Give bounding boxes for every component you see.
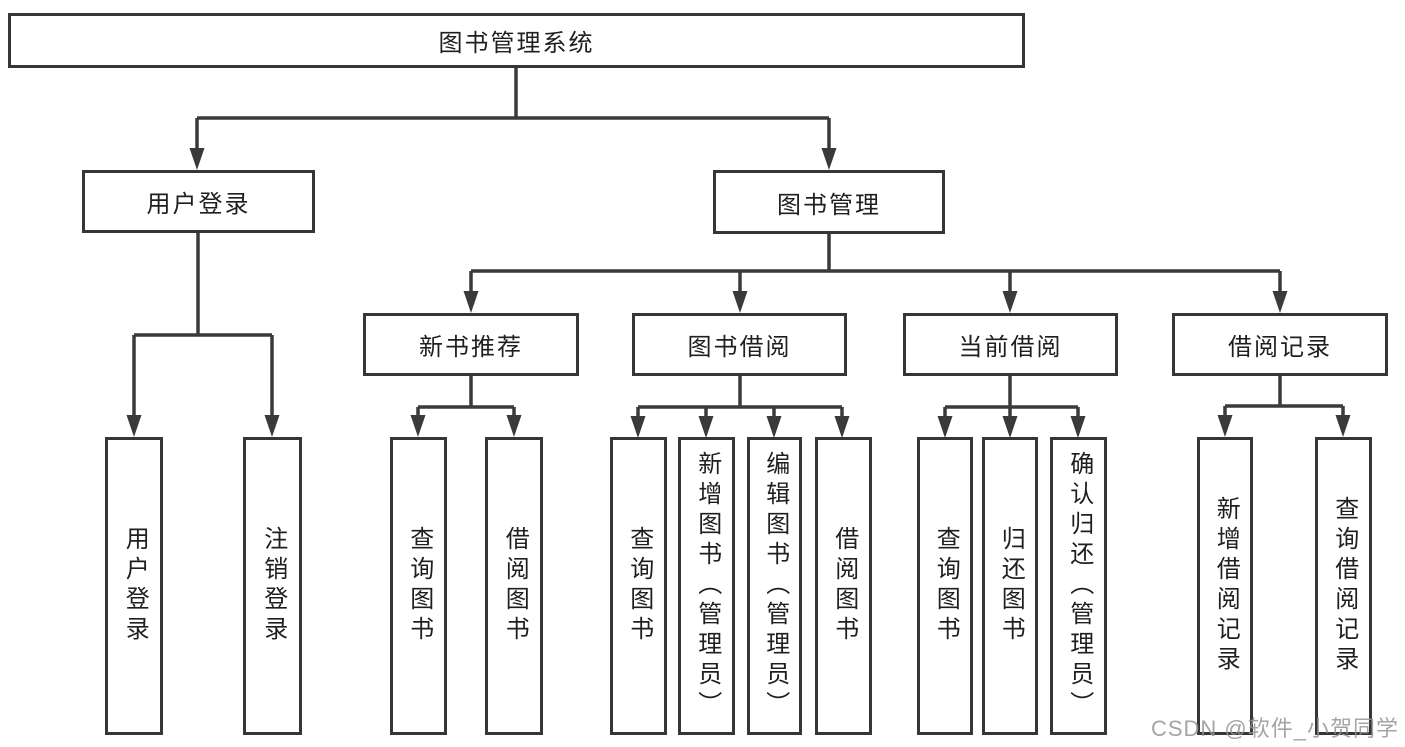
node-user-login-group-label: 用户登录: [146, 191, 251, 218]
edge-current-borrow-children: [937, 376, 1086, 438]
node-leaf-add-borrow-record: 新增借阅记录: [1197, 437, 1253, 735]
node-leaf-user-login: 用户登录: [105, 437, 163, 735]
arrow-book-borrow: [732, 291, 748, 313]
node-leaf-edit-book-admin: 编辑图书（管理员）: [747, 437, 802, 735]
node-leaf-query-book-current: 查询图书: [917, 437, 973, 735]
edge-borrow-record-children: [1217, 376, 1351, 437]
arrow-leaf-user-login: [126, 415, 142, 437]
node-leaf-borrow-book: 借阅图书: [815, 437, 872, 735]
node-leaf-borrow-book-recommend: 借阅图书: [485, 437, 543, 735]
node-leaf-borrow-book-label: 借阅图书: [830, 526, 858, 646]
node-leaf-query-book-recommend-label: 查询图书: [405, 526, 433, 646]
node-root-label: 图书管理系统: [438, 30, 595, 57]
arrow-leaf-query-borrow-record: [1335, 415, 1351, 437]
edge-user-login-to-children: [126, 233, 280, 437]
arrow-leaf-query-book-borrow: [630, 416, 646, 438]
arrow-leaf-query-book-recommend: [410, 415, 426, 437]
arrow-new-book-recommend: [463, 291, 479, 313]
edge-book-management-to-level3: [463, 234, 1288, 313]
node-leaf-logout-label: 注销登录: [259, 526, 287, 646]
node-leaf-user-login-label: 用户登录: [121, 526, 149, 646]
node-leaf-query-book-borrow-label: 查询图书: [625, 526, 653, 646]
node-user-login-group: 用户登录: [82, 170, 315, 233]
node-book-management: 图书管理: [713, 170, 945, 234]
arrow-leaf-borrow-book-recommend: [506, 415, 522, 437]
arrow-leaf-add-borrow-record: [1217, 415, 1233, 437]
node-leaf-query-borrow-record-label: 查询借阅记录: [1330, 496, 1358, 676]
node-new-book-recommend: 新书推荐: [363, 313, 579, 376]
node-leaf-confirm-return-admin-label: 确认归还（管理员）: [1065, 451, 1093, 721]
csdn-watermark: CSDN @软件_小贺同学: [1150, 716, 1399, 741]
arrow-borrow-record: [1272, 291, 1288, 313]
node-leaf-borrow-book-recommend-label: 借阅图书: [501, 526, 529, 646]
node-current-borrow-label: 当前借阅: [958, 334, 1063, 361]
node-leaf-confirm-return-admin: 确认归还（管理员）: [1050, 437, 1107, 735]
node-leaf-logout: 注销登录: [243, 437, 302, 735]
node-leaf-query-borrow-record: 查询借阅记录: [1315, 437, 1372, 735]
arrow-user-login-group: [189, 148, 205, 170]
node-leaf-query-book-recommend: 查询图书: [390, 437, 447, 735]
arrow-leaf-confirm-return-admin: [1070, 416, 1086, 438]
edge-new-book-recommend-children: [410, 376, 522, 437]
node-leaf-query-book-borrow: 查询图书: [610, 437, 667, 735]
node-borrow-record-label: 借阅记录: [1228, 334, 1332, 361]
node-leaf-query-book-current-label: 查询图书: [932, 526, 960, 646]
node-book-borrow: 图书借阅: [632, 313, 847, 376]
arrow-leaf-edit-book-admin: [766, 416, 782, 438]
node-borrow-record: 借阅记录: [1172, 313, 1388, 376]
node-book-borrow-label: 图书借阅: [687, 334, 792, 361]
node-root: 图书管理系统: [8, 13, 1025, 68]
node-leaf-add-book-admin: 新增图书（管理员）: [678, 437, 735, 735]
arrow-leaf-add-book-admin: [698, 416, 714, 438]
node-leaf-return-book-label: 归还图书: [997, 526, 1025, 646]
arrow-leaf-return-book: [1002, 416, 1018, 438]
node-book-management-label: 图书管理: [777, 191, 881, 219]
arrow-leaf-logout: [264, 415, 280, 437]
edge-root-to-level2: [189, 68, 837, 170]
node-leaf-add-borrow-record-label: 新增借阅记录: [1212, 496, 1240, 676]
node-leaf-edit-book-admin-label: 编辑图书（管理员）: [761, 451, 789, 721]
node-leaf-add-book-admin-label: 新增图书（管理员）: [693, 451, 721, 721]
arrow-leaf-borrow-book: [834, 416, 850, 438]
node-new-book-recommend-label: 新书推荐: [419, 334, 523, 361]
node-current-borrow: 当前借阅: [903, 313, 1118, 376]
node-leaf-return-book: 归还图书: [982, 437, 1038, 735]
arrow-current-borrow: [1002, 291, 1018, 313]
edge-book-borrow-children: [630, 376, 850, 438]
arrow-book-management: [821, 148, 837, 170]
arrow-leaf-query-book-current: [937, 416, 953, 438]
